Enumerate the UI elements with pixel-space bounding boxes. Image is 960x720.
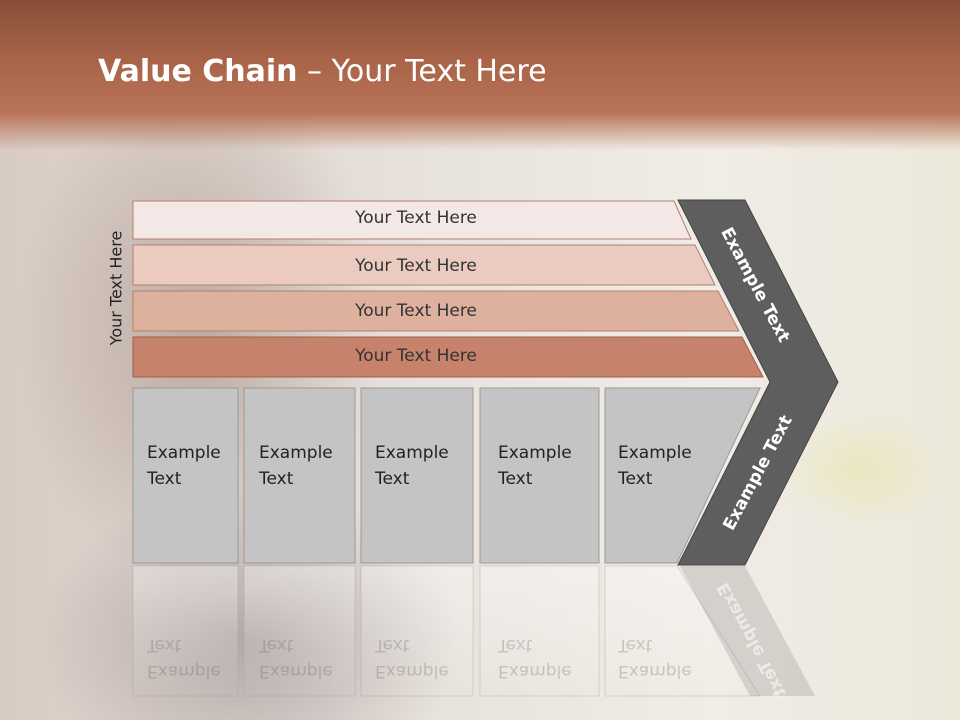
box-5-text-reflection: Example Text xyxy=(618,632,692,684)
box-1-text-reflection: Example Text xyxy=(147,632,221,684)
title-rest: – Your Text Here xyxy=(297,54,547,89)
box-reflection xyxy=(604,565,761,697)
box-1-refl-line2: Text xyxy=(147,635,182,655)
activity-box-2 xyxy=(243,387,356,564)
title-bold: Value Chain xyxy=(98,54,298,89)
activity-box-5 xyxy=(604,387,761,564)
row-4 xyxy=(132,336,764,378)
row-2-label: Your Text Here xyxy=(355,256,477,276)
row-4-label: Your Text Here xyxy=(355,346,477,366)
box-2-refl-line1: Example xyxy=(259,661,333,681)
slide-title: Value Chain – Your Text Here xyxy=(98,54,547,89)
box-5-refl-line2: Text xyxy=(618,635,653,655)
row-3-label: Your Text Here xyxy=(355,301,477,321)
box-5-line2: Text xyxy=(618,469,653,489)
box-4-text-reflection: Example Text xyxy=(498,632,572,684)
box-reflection xyxy=(360,565,474,697)
box-5-refl-line1: Example xyxy=(618,661,692,681)
box-1-line1: Example xyxy=(147,443,221,463)
box-1-line2: Text xyxy=(147,469,182,489)
box-2-text-reflection: Example Text xyxy=(259,632,333,684)
box-3-text-reflection: Example Text xyxy=(375,632,449,684)
row-2 xyxy=(132,244,716,286)
box-4-line1: Example xyxy=(498,443,572,463)
activity-box-4 xyxy=(479,387,600,564)
box-3-line2: Text xyxy=(375,469,410,489)
row-1-label: Your Text Here xyxy=(355,208,477,228)
box-1-refl-line1: Example xyxy=(147,661,221,681)
box-2-line1: Example xyxy=(259,443,333,463)
box-2-line2: Text xyxy=(259,469,294,489)
box-reflection xyxy=(243,565,356,697)
box-3-refl-line1: Example xyxy=(375,661,449,681)
box-reflection xyxy=(132,565,239,697)
row-3 xyxy=(132,290,740,332)
activity-box-1 xyxy=(132,387,239,564)
margin-chevron xyxy=(677,199,839,566)
box-3-refl-line2: Text xyxy=(375,635,410,655)
box-4-refl-line2: Text xyxy=(498,635,533,655)
title-bar xyxy=(0,0,960,150)
box-4-line2: Text xyxy=(498,469,533,489)
box-reflection xyxy=(479,565,600,697)
row-1 xyxy=(132,200,692,240)
box-3-line1: Example xyxy=(375,443,449,463)
activity-box-3 xyxy=(360,387,474,564)
chevron-reflection xyxy=(680,566,815,696)
box-4-refl-line1: Example xyxy=(498,661,572,681)
box-5-line1: Example xyxy=(618,443,692,463)
box-2-refl-line2: Text xyxy=(259,635,294,655)
